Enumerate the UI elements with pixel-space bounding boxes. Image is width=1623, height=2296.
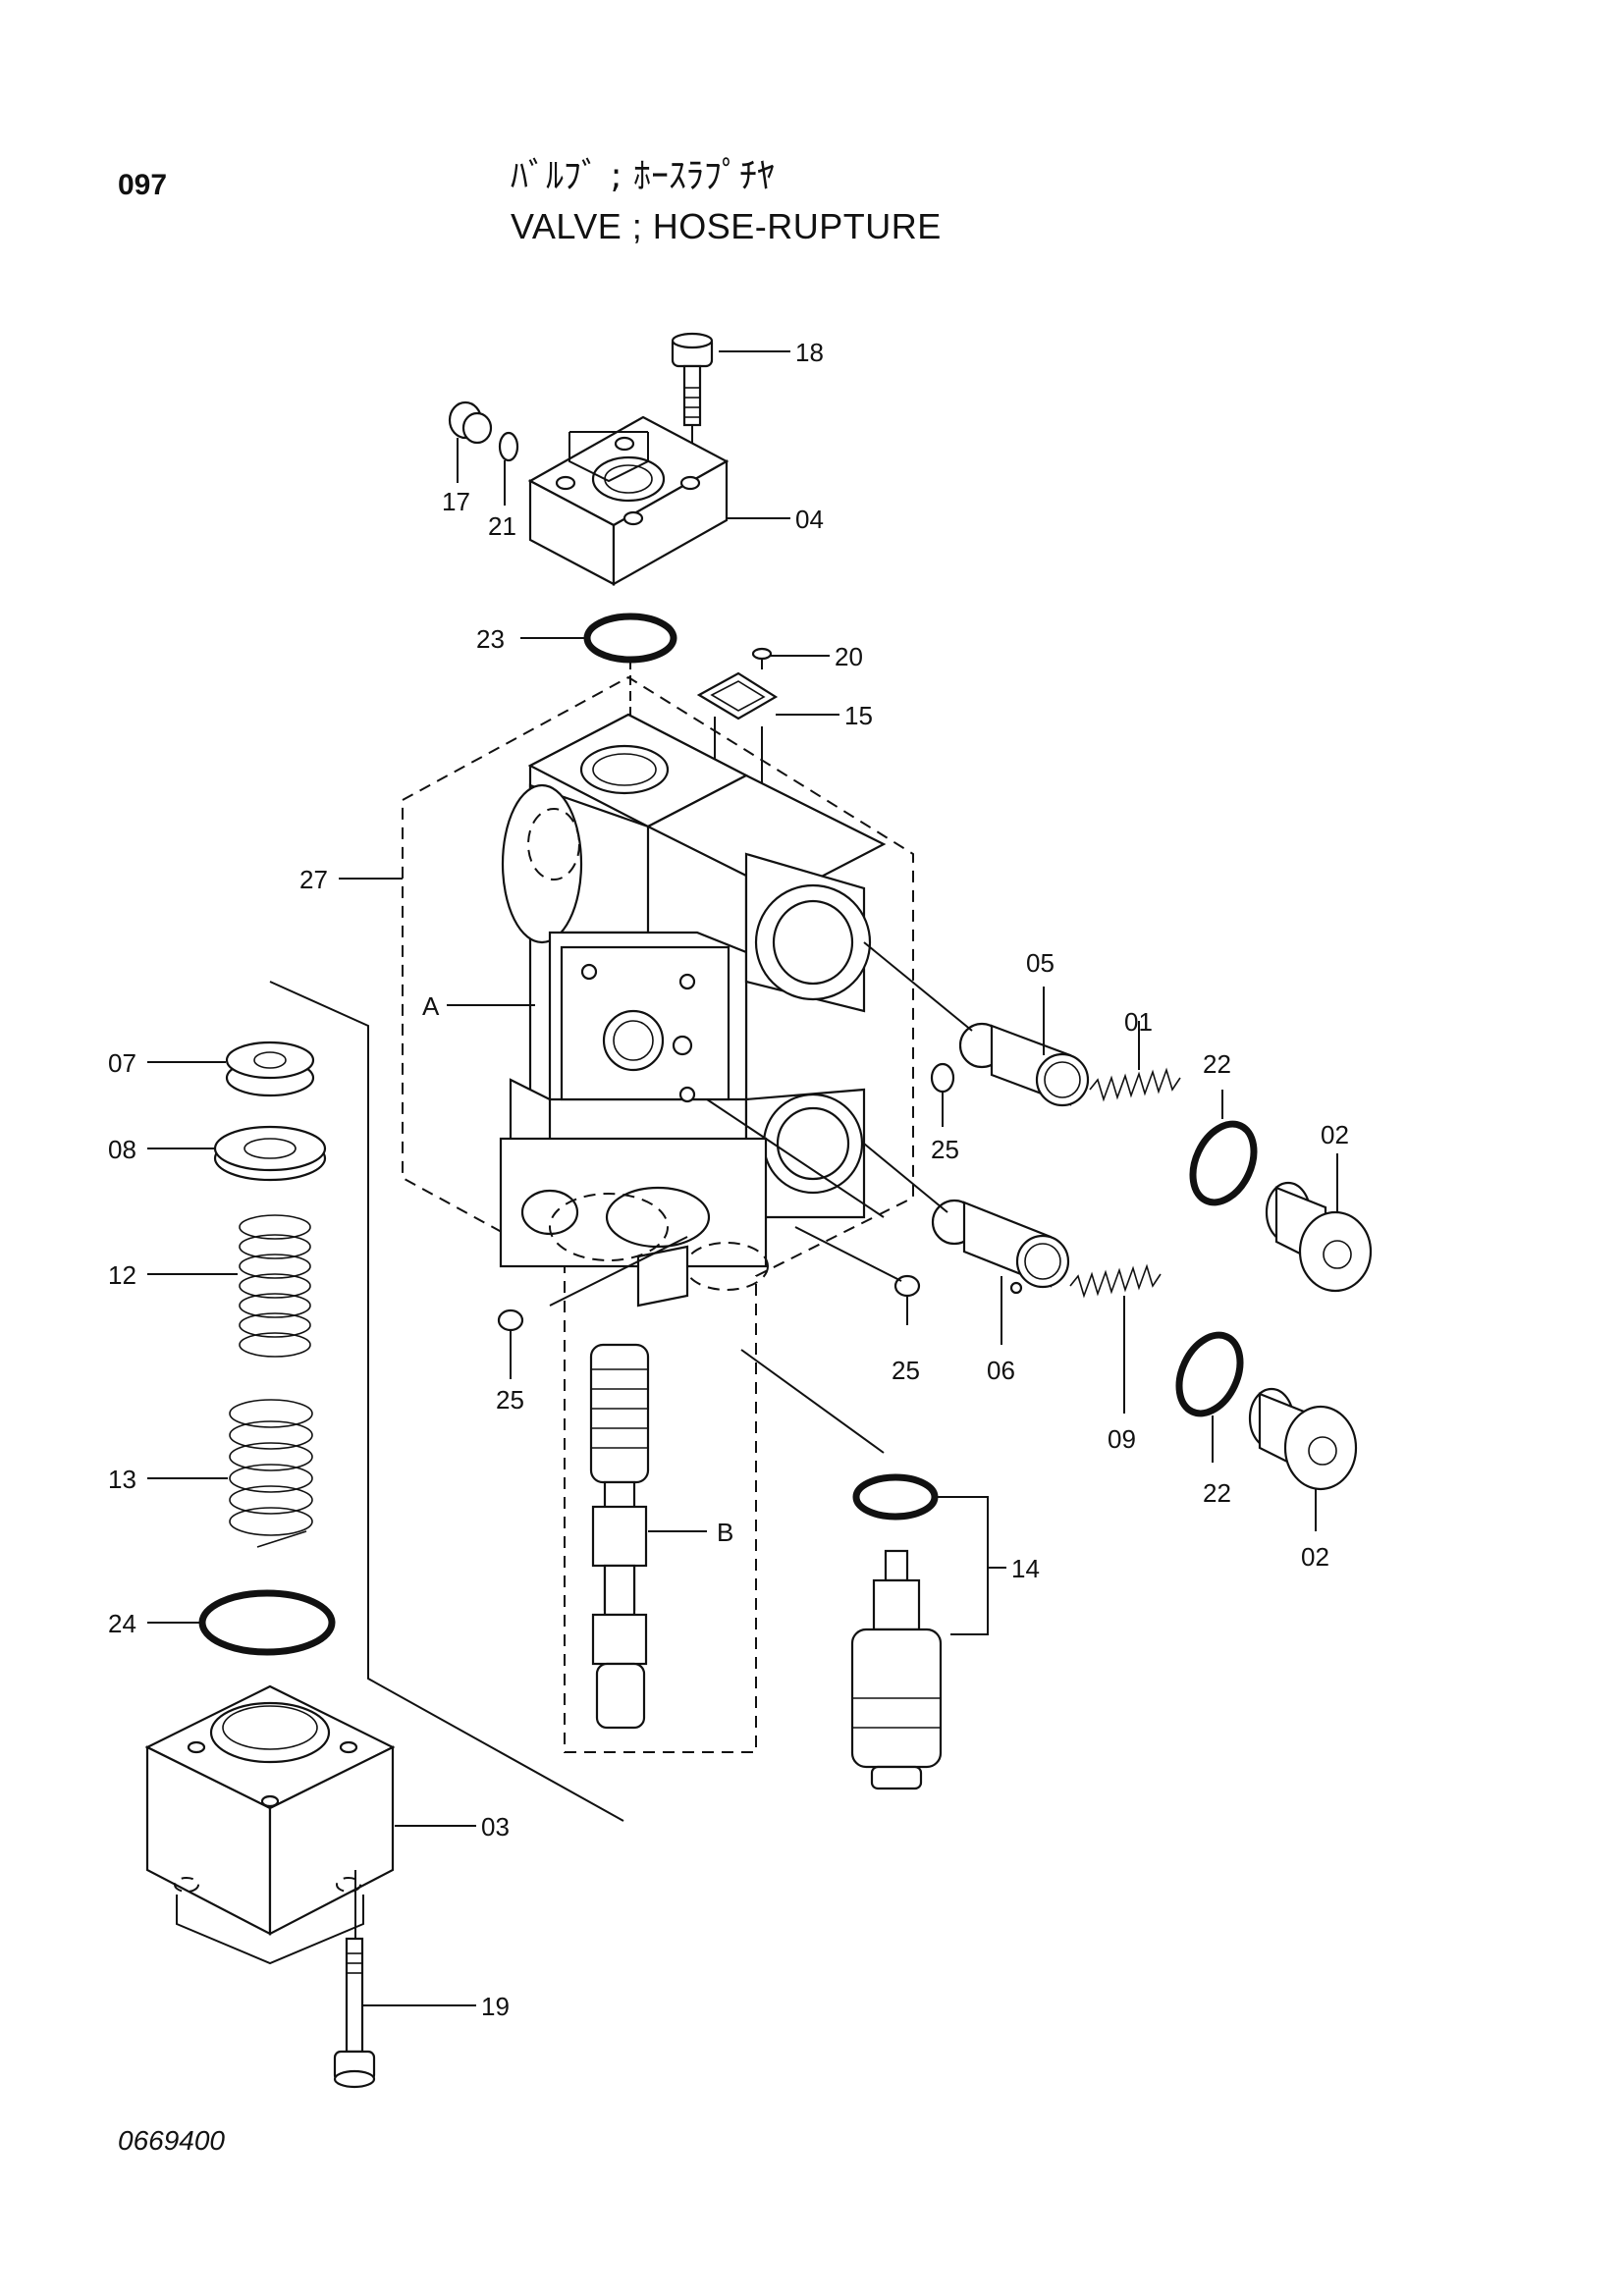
part-24-o-ring [198,1589,336,1656]
part-25-plug-b [794,1226,921,1325]
callout-27: 27 [299,865,328,894]
title-japanese: ﾊﾞﾙﾌﾞ ; ﾎｰｽﾗﾌﾟﾁﾔ [511,156,776,196]
callout-05: 05 [1026,948,1055,978]
callout-18: 18 [795,338,824,367]
callout-15: 15 [844,701,873,730]
part-05-poppet [863,941,1090,1107]
callout-07: 07 [108,1048,136,1078]
part-07-spring-seat [225,1041,315,1097]
part-22-o-ring-upper [1189,1120,1258,1206]
part-25-plug-c [497,1236,688,1379]
callout-b: B [717,1518,733,1547]
callout-labels: 18 17 21 04 23 20 15 27 A 05 01 22 02 25… [108,338,1349,2021]
callout-25-b: 25 [892,1356,920,1385]
callout-14: 14 [1011,1554,1040,1583]
part-a-valve-body [499,713,887,1308]
callout-17: 17 [442,487,470,516]
part-19-cap-screw [333,1937,376,2089]
part-23-o-ring [583,613,677,664]
callout-03: 03 [481,1812,510,1842]
part-08-washer [213,1125,327,1182]
part-12-spring-outer [239,1214,311,1358]
part-20-screw [751,647,773,669]
part-03-cover-block [144,1684,396,1965]
part-17-plug [448,400,493,483]
part-02-plug-lower [1248,1387,1358,1531]
part-14-o-ring [852,1473,939,1521]
callout-19: 19 [481,1992,510,2021]
callout-13: 13 [108,1465,136,1494]
callout-25-a: 25 [931,1135,959,1164]
callout-a: A [422,991,440,1021]
part-14-cartridge [850,1549,943,1790]
part-13-spring-inner [229,1399,313,1548]
figure-code: 0669400 [118,2125,226,2156]
callout-02-lower: 02 [1301,1542,1329,1572]
assembly-27-outline [402,675,914,1753]
callout-24: 24 [108,1609,136,1638]
callout-09: 09 [1108,1424,1136,1454]
part-25-plug-a [930,1062,955,1127]
callout-22-upper: 22 [1203,1049,1231,1079]
part-06-poppet [863,1143,1070,1345]
callout-22-lower: 22 [1203,1478,1231,1508]
part-04-flange-block [527,415,730,586]
callout-06: 06 [987,1356,1015,1385]
callout-12: 12 [108,1260,136,1290]
leader-lines [147,350,1045,2006]
part-b-spool [589,1343,707,1730]
callout-23: 23 [476,624,505,654]
part-21-o-ring [498,431,519,506]
part-22-o-ring-lower [1175,1331,1244,1417]
callout-08: 08 [108,1135,136,1164]
callout-01: 01 [1124,1007,1153,1037]
title-english: VALVE ; HOSE-RUPTURE [511,206,942,246]
part-09-spring [1069,1263,1162,1414]
part-01-spring [1089,1021,1181,1102]
callout-25-c: 25 [496,1385,524,1415]
page-number: 097 [118,169,168,201]
callout-02-upper: 02 [1321,1120,1349,1149]
callout-20: 20 [835,642,863,671]
callout-04: 04 [795,505,824,534]
part-02-plug-upper [1265,1153,1373,1293]
part-18-cap-screw [671,332,714,471]
callout-21: 21 [488,511,516,541]
